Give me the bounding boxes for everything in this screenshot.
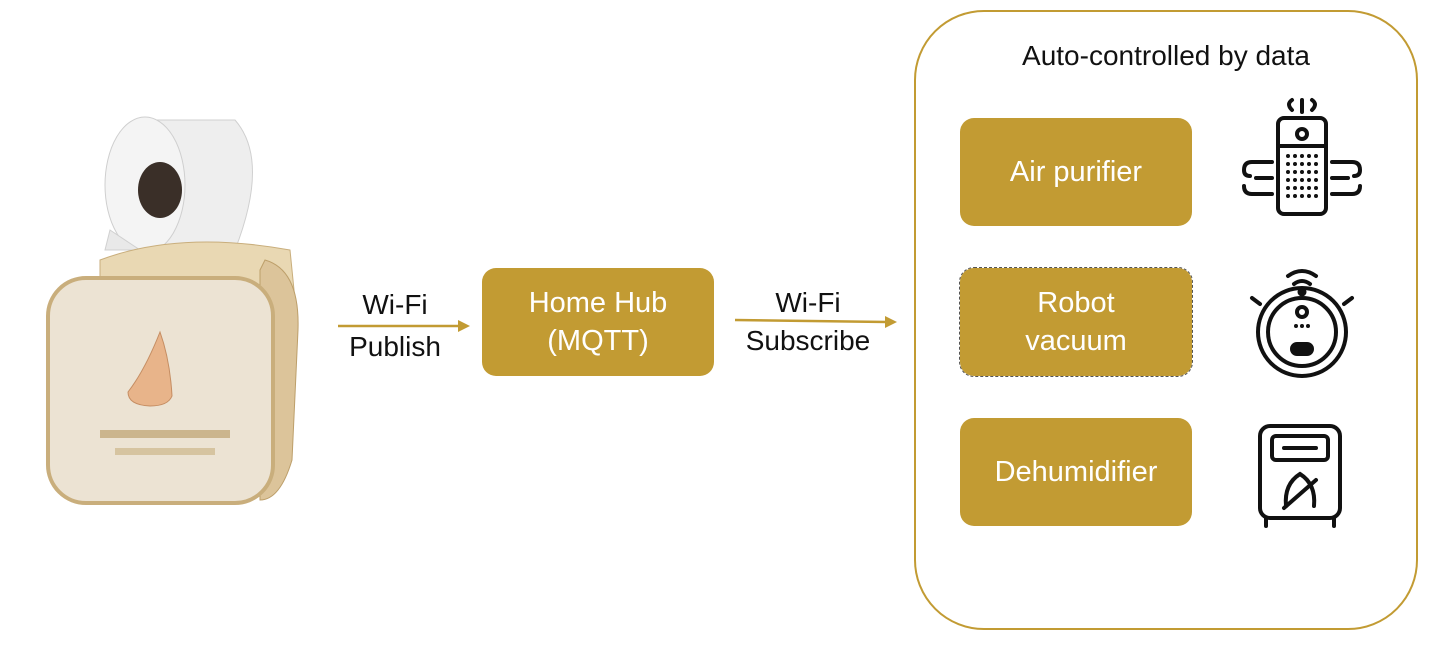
nose-sensor	[127, 330, 173, 407]
toilet-paper-roll	[104, 116, 253, 254]
robot-vacuum-box: Robot vacuum	[959, 267, 1193, 377]
group-title: Auto-controlled by data	[1022, 40, 1310, 71]
home-hub-box: Home Hub (MQTT)	[482, 268, 714, 376]
publish-arrow	[338, 320, 470, 332]
engraved-text-line	[115, 448, 215, 455]
dehumidifier-box: Dehumidifier	[960, 418, 1192, 526]
dehumidifier-icon	[1258, 424, 1342, 528]
subscribe-arrow	[734, 316, 897, 328]
auto-controlled-group	[914, 10, 1418, 630]
subscribe-protocol-label: Wi-Fi	[775, 287, 841, 318]
subscribe-action-label: Subscribe	[745, 325, 871, 356]
publish-action-label: Publish	[349, 331, 441, 362]
air-purifier-icon	[1241, 98, 1363, 216]
engraved-text-line	[100, 430, 230, 438]
air-purifier-box: Air purifier	[960, 118, 1192, 226]
smart-tissue-device-image	[46, 116, 299, 505]
publish-protocol-label: Wi-Fi	[362, 289, 428, 320]
robot-vacuum-icon	[1250, 269, 1354, 378]
